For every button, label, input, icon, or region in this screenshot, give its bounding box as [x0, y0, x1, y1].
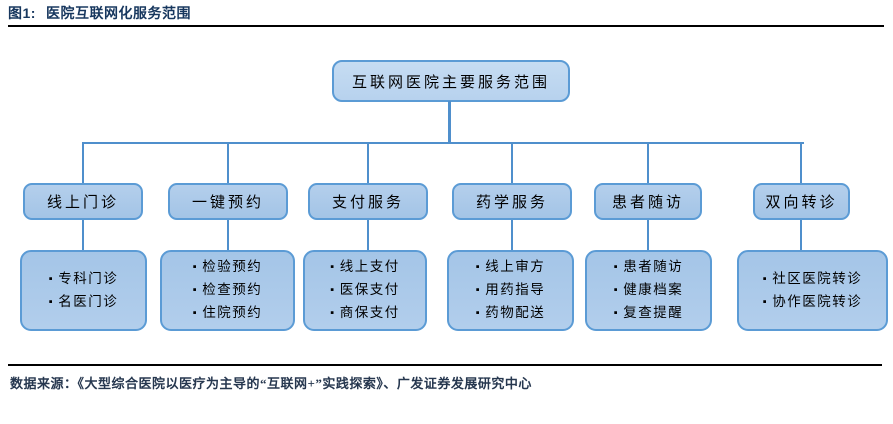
branch-box-label: 一键预约: [191, 195, 264, 211]
leaf-item: 检验预约: [193, 256, 262, 279]
branch-box: 患者随访: [594, 183, 702, 220]
leaf-item: 协作医院转诊: [763, 291, 862, 314]
root-node: 互联网医院主要服务范围: [332, 60, 570, 102]
connector-horizontal: [82, 142, 804, 144]
leaf-item-list: 社区医院转诊协作医院转诊: [763, 268, 862, 314]
branch-box-label: 药学服务: [475, 195, 548, 211]
leaf-box: 线上支付医保支付商保支付: [303, 250, 427, 331]
connector-branch-stub-top: [647, 142, 649, 184]
leaf-item: 用药指导: [476, 279, 545, 302]
leaf-item: 患者随访: [614, 256, 683, 279]
bottom-divider: [8, 364, 882, 366]
leaf-item: 专科门诊: [49, 268, 118, 291]
source-note: 数据来源：《大型综合医院以医疗为主导的“互联网+”实践探索》、广发证券发展研究中…: [10, 376, 532, 391]
leaf-item-list: 线上审方用药指导药物配送: [476, 256, 545, 325]
leaf-item: 健康档案: [614, 279, 683, 302]
figure-title: 图1: 医院互联网化服务范围: [8, 3, 191, 23]
connector-branch-stub-top: [82, 142, 84, 184]
branch-box: 药学服务: [452, 183, 572, 220]
connector-root-stub: [448, 101, 451, 143]
connector-branch-stub-bottom: [647, 219, 649, 251]
leaf-item-list: 检验预约检查预约住院预约: [193, 256, 262, 325]
leaf-item: 社区医院转诊: [763, 268, 862, 291]
branch-box-label: 患者随访: [611, 195, 684, 211]
connector-branch-stub-top: [367, 142, 369, 184]
leaf-box: 专科门诊名医门诊: [20, 250, 147, 331]
root-node-label: 互联网医院主要服务范围: [351, 74, 550, 91]
branch-box-label: 线上门诊: [46, 195, 119, 211]
leaf-item: 药物配送: [476, 302, 545, 325]
leaf-item: 商保支付: [330, 302, 399, 325]
connector-branch-stub-bottom: [367, 219, 369, 251]
connector-branch-stub-bottom: [82, 219, 84, 251]
connector-branch-stub-top: [511, 142, 513, 184]
leaf-item: 线上支付: [330, 256, 399, 279]
leaf-item: 线上审方: [476, 256, 545, 279]
branch-box-label: 双向转诊: [765, 195, 838, 211]
leaf-item: 名医门诊: [49, 291, 118, 314]
leaf-box: 检验预约检查预约住院预约: [160, 250, 295, 331]
leaf-item: 住院预约: [193, 302, 262, 325]
branch-box: 一键预约: [168, 183, 288, 220]
connector-branch-stub-bottom: [511, 219, 513, 251]
connector-branch-stub-bottom: [800, 219, 802, 251]
leaf-item-list: 线上支付医保支付商保支付: [330, 256, 399, 325]
leaf-item-list: 专科门诊名医门诊: [49, 268, 118, 314]
title-divider: [8, 25, 884, 27]
leaf-item-list: 患者随访健康档案复查提醒: [614, 256, 683, 325]
branch-box: 双向转诊: [753, 183, 850, 220]
connector-branch-stub-top: [227, 142, 229, 184]
figure-title-text: 医院互联网化服务范围: [45, 5, 191, 21]
connector-branch-stub-bottom: [227, 219, 229, 251]
leaf-item: 检查预约: [193, 279, 262, 302]
leaf-item: 复查提醒: [614, 302, 683, 325]
connector-branch-stub-top: [800, 142, 802, 184]
leaf-box: 患者随访健康档案复查提醒: [585, 250, 712, 331]
branch-box: 线上门诊: [23, 183, 143, 220]
figure-number: 图1:: [8, 5, 36, 21]
leaf-box: 社区医院转诊协作医院转诊: [737, 250, 888, 331]
leaf-item: 医保支付: [330, 279, 399, 302]
leaf-box: 线上审方用药指导药物配送: [447, 250, 574, 331]
branch-box: 支付服务: [308, 183, 428, 220]
branch-box-label: 支付服务: [331, 195, 404, 211]
